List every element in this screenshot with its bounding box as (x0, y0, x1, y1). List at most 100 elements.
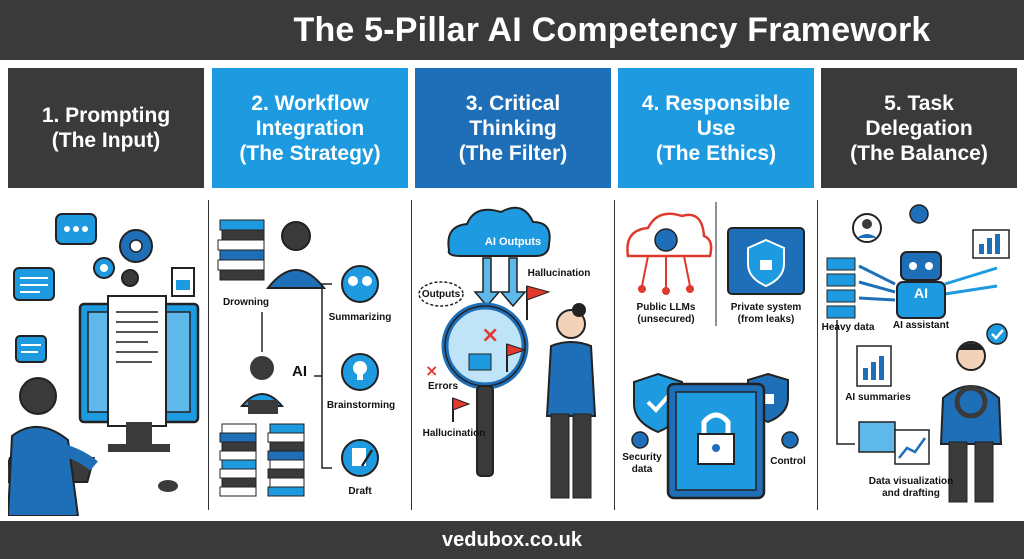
chat-bubble-icon (55, 213, 97, 245)
gear-icon (93, 257, 115, 279)
column-divider (208, 200, 209, 510)
manager-person-icon (939, 341, 1003, 503)
outputs-cloud-icon (418, 281, 464, 307)
error-x-icon: × (425, 361, 438, 380)
label-control: Control (770, 456, 806, 467)
label-line: Private system (730, 302, 802, 313)
check-badge-icon (986, 323, 1008, 345)
label-draft: Draft (348, 486, 372, 497)
prompting-illustration (8, 196, 204, 516)
label-ai: AI (292, 363, 307, 380)
down-arrow-icon (473, 257, 527, 308)
responsible-use-illustration: Public LLMs (unsecured) Private system (… (618, 196, 814, 516)
data-stream-lines (858, 264, 998, 302)
critical-scene-svg: × × (418, 206, 597, 499)
cloud-network-icon (626, 212, 713, 295)
title-bar: The 5-Pillar AI Competency Framework (0, 0, 1024, 60)
task-delegation-illustration: AI Heavy data AI assistant AI summaries … (821, 196, 1017, 516)
steering-wheel-icon (954, 385, 988, 419)
gear-icon (121, 269, 139, 287)
label-hallucination-bottom: Hallucination (422, 428, 486, 439)
column-divider (817, 200, 818, 510)
pillar-title-line2: Delegation (865, 116, 973, 140)
label-drowning: Drowning (222, 297, 270, 308)
book-stack-icon (217, 219, 265, 281)
gear-icon (909, 204, 929, 224)
person-with-laptop-icon (239, 356, 285, 414)
magnifier-icon: × (441, 302, 529, 477)
chat-bubble-icon (13, 267, 55, 301)
gear-icon (781, 431, 799, 449)
pillar-title-line2: Thinking (469, 116, 557, 140)
stressed-person-icon (265, 221, 327, 289)
label-data-visualization: Data visualization and drafting (861, 476, 961, 500)
draft-icon (341, 439, 379, 477)
label-hallucination-top: Hallucination (527, 268, 591, 279)
lightbulb-icon (341, 353, 379, 391)
pillar-subtitle: (The Strategy) (239, 141, 381, 165)
label-brainstorming: Brainstorming (326, 400, 396, 411)
pillar-subtitle: (The Input) (51, 129, 161, 152)
chat-bubble-icon (15, 335, 47, 363)
page-title: The 5-Pillar AI Competency Framework (293, 10, 931, 49)
flow-arrow (836, 320, 855, 445)
label-line: Public LLMs (636, 302, 696, 313)
robot-icon (896, 251, 946, 319)
label-line: (unsecured) (637, 314, 695, 325)
workflow-illustration: Drowning AI Summarizing Brainstorming Dr… (212, 196, 408, 516)
document-chart-icon (856, 345, 892, 387)
delegation-scene-svg (826, 204, 1010, 503)
pillar-title: 2. Workflow (251, 91, 369, 115)
ai-badge: AI (914, 285, 928, 301)
workflow-scene-svg (217, 219, 379, 497)
svg-text:×: × (481, 323, 499, 348)
label-ai-assistant: AI assistant (892, 320, 950, 331)
pillar-subtitle: (The Balance) (850, 141, 988, 165)
pillar-title: 5. Task (884, 91, 954, 115)
responsible-scene-svg (626, 202, 805, 500)
flag-icon (526, 285, 551, 320)
label-summarizing: Summarizing (328, 312, 392, 323)
monitor-icon (78, 295, 200, 452)
person-badge-icon (852, 213, 882, 243)
pillar-header-prompting: 1. Prompting(The Input) (8, 68, 204, 188)
person-icon (8, 377, 98, 516)
pillar-title-line2: Use (696, 116, 736, 140)
label-errors: Errors (427, 381, 458, 392)
cloud-icon (447, 206, 551, 257)
thinking-woman-icon (545, 303, 597, 499)
critical-thinking-illustration: × × AI Outputs Outputs Hallucination Err… (415, 196, 611, 516)
pillar-subtitle: (The Filter) (458, 141, 568, 165)
label-ai-outputs: AI Outputs (484, 236, 542, 248)
summarizing-icon (341, 265, 379, 303)
label-private-system: Private system (from leaks) (724, 302, 808, 326)
label-heavy-data: Heavy data (821, 322, 875, 333)
prompting-scene-svg (8, 213, 200, 516)
column-divider (411, 200, 412, 510)
label-ai-summaries: AI summaries (845, 392, 911, 403)
flag-icon (506, 343, 527, 372)
label-line: Data visualization (868, 476, 954, 487)
safe-icon (666, 382, 766, 500)
server-stack-icon (826, 257, 856, 319)
pillar-title: 4. Responsible (641, 91, 791, 115)
label-line: and drafting (882, 488, 940, 499)
book-stack-icon (219, 423, 305, 497)
label-line: data (631, 464, 653, 475)
label-line: (from leaks) (737, 314, 795, 325)
gear-icon (119, 229, 153, 263)
document-icon (171, 267, 195, 297)
footer-url: vedubox.co.uk (441, 528, 583, 551)
chart-document-icon (858, 421, 930, 465)
bracket-line (314, 283, 332, 469)
private-vault-icon (727, 227, 805, 295)
bar-chart-icon (972, 229, 1010, 259)
column-divider (614, 200, 615, 510)
label-public-llms: Public LLMs (unsecured) (628, 302, 704, 326)
gear-icon (631, 431, 649, 449)
label-security-data: Security data (620, 452, 664, 476)
